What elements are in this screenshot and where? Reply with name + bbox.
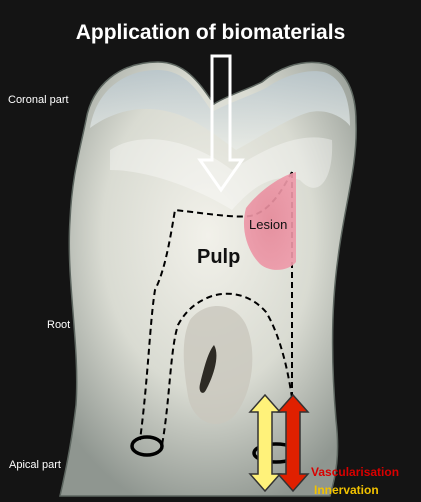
root-label: Root — [47, 320, 70, 331]
lesion-label: Lesion — [249, 218, 287, 231]
figure-title: Application of biomaterials — [0, 22, 421, 43]
innervation-label: Innervation — [314, 484, 379, 496]
pulp-label: Pulp — [197, 247, 240, 267]
vascularisation-label: Vascularisation — [311, 466, 399, 478]
coronal-part-label: Coronal part — [8, 95, 69, 106]
apical-part-label: Apical part — [9, 460, 61, 471]
